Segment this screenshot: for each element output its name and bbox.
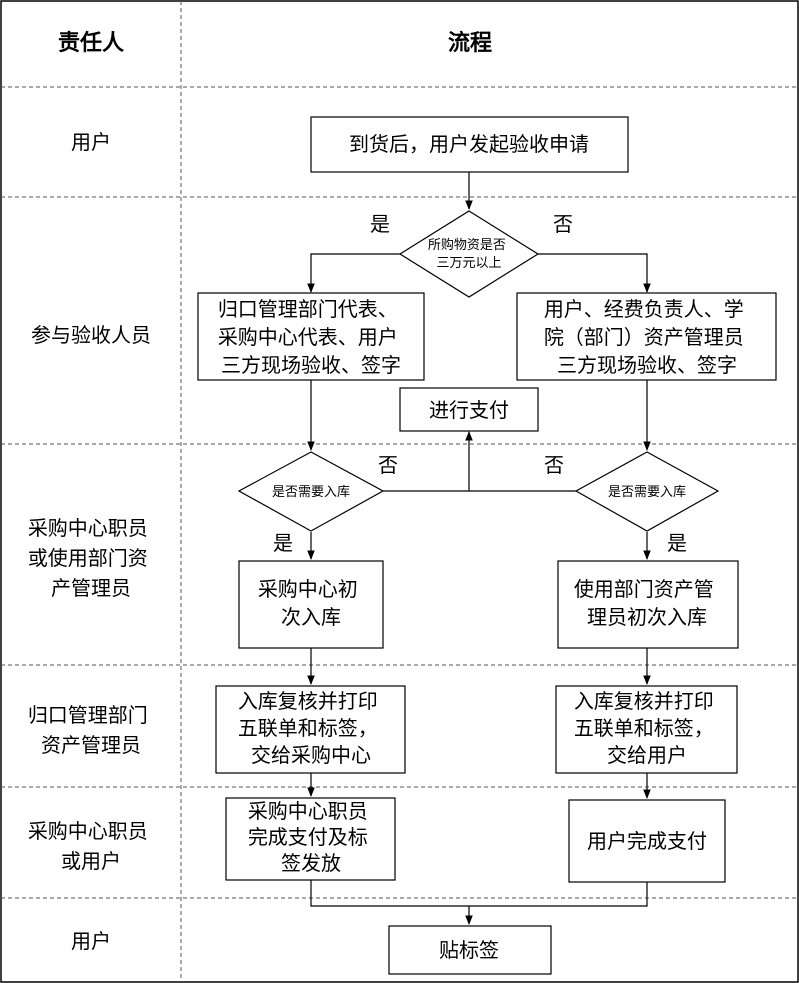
node-left-pay-text: 采购中心职员 完成支付及标 签发放 [248, 799, 374, 875]
decision-left-storage [237, 451, 385, 532]
decision-amount-text: 所购物资是否 三万元以上 [428, 237, 510, 271]
node-right-store-text: 使用部门资产管 理员初次入库 [574, 577, 720, 629]
node-right-review [555, 685, 738, 774]
node-pay [399, 387, 539, 432]
label-no-top: 否 [553, 212, 573, 236]
node-left-store [238, 560, 384, 649]
node-right-review-text: 入库复核并打印 五联单和标签， 交给用户 [574, 689, 720, 767]
node-left-pay [225, 797, 396, 881]
node-right-pay-text: 用户完成支付 [587, 829, 707, 853]
node-pay-text: 进行支付 [429, 398, 509, 422]
lane-role-dept-asset-admin: 归口管理部门 资产管理员 [28, 703, 154, 757]
flow-column-header: 流程 [448, 30, 492, 56]
connector-decision-yes [307, 253, 400, 293]
node-right-store [557, 560, 739, 649]
label-yes-right: 是 [667, 531, 687, 555]
label-yes-left: 是 [273, 531, 293, 555]
label-no-left: 否 [378, 453, 398, 477]
node-left-review-text: 入库复核并打印 五联单和标签， 交给采购中心 [238, 689, 384, 767]
lane-role-purchasing-or-user: 采购中心职员 或用户 [28, 819, 154, 873]
node-right-accept-text: 用户、经费负责人、学 院（部门）资产管理员 三方现场验收、签字 [544, 297, 750, 377]
decision-right-storage [574, 451, 720, 532]
lane-role-user: 用户 [71, 130, 111, 154]
connector-merge-bus [310, 880, 648, 907]
node-right-accept [516, 292, 777, 381]
role-column-header: 责任人 [58, 30, 124, 56]
lane-role-purchasing-or-asset-admin: 采购中心职员 或使用部门资 产管理员 [28, 516, 154, 600]
lane-role-acceptance-staff: 参与验收人员 [31, 323, 151, 347]
decision-right-storage-text: 是否需要入库 [608, 484, 686, 500]
node-left-accept-text: 归口管理部门代表、 采购中心代表、用户 三方现场验收、签字 [218, 297, 404, 377]
node-right-pay [568, 799, 726, 883]
node-left-accept [197, 292, 425, 381]
connector-decision-no [538, 253, 651, 293]
node-label-text: 贴标签 [439, 938, 499, 962]
lane-role-user-final: 用户 [71, 929, 111, 953]
label-no-right: 否 [544, 453, 564, 477]
node-start [310, 116, 629, 173]
decision-left-storage-text: 是否需要入库 [272, 484, 350, 500]
node-left-review [215, 685, 406, 774]
node-left-store-text: 采购中心初 次入库 [258, 577, 364, 629]
label-yes-top: 是 [370, 212, 390, 236]
node-label [388, 925, 552, 975]
node-start-text: 到货后，用户发起验收申请 [349, 132, 589, 156]
decision-amount [398, 210, 540, 298]
